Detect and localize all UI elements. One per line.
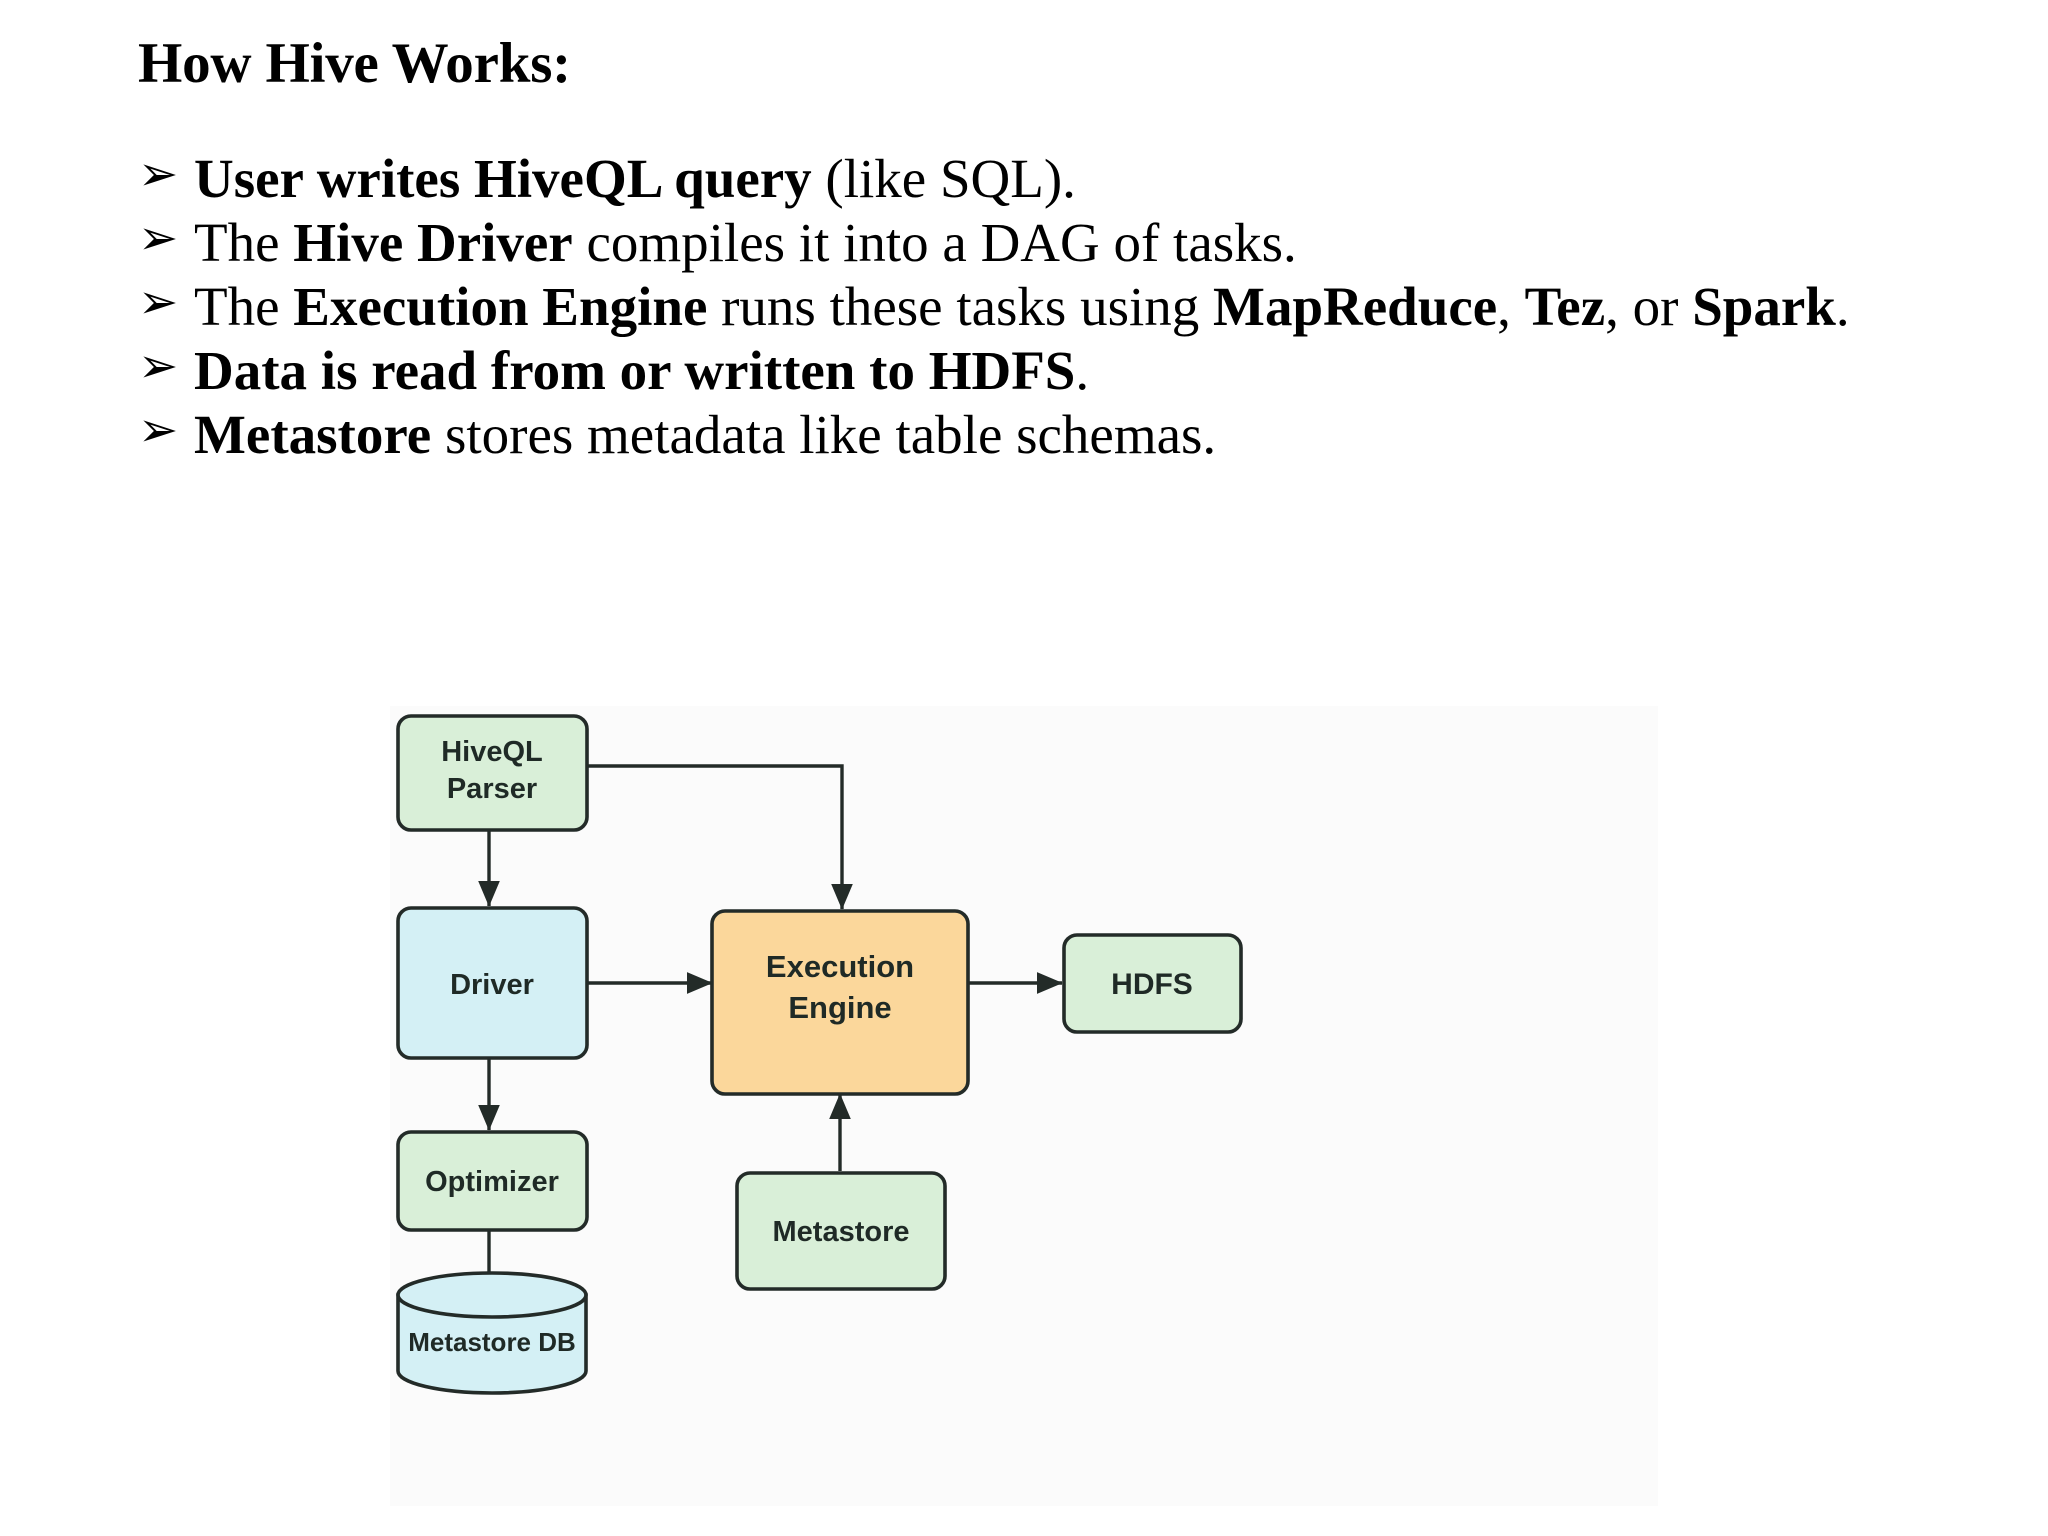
page-title: How Hive Works: (138, 32, 571, 95)
arrowhead-bullet-icon: ➢ (138, 209, 179, 266)
node-label-hiveql-parser-line1: HiveQL (441, 736, 543, 768)
bullet-run-bold: MapReduce (1213, 276, 1498, 338)
node-label-execution-engine-line2: Engine (788, 990, 891, 1025)
node-execution-engine[interactable]: Execution Engine (710, 909, 970, 1096)
bullet-run-regular: runs these tasks using (707, 276, 1214, 338)
bullet-run-regular: stores metadata like table schemas. (431, 404, 1217, 466)
node-label-execution-engine-line1: Execution (766, 949, 914, 984)
bullet-run-bold: Execution Engine (293, 276, 708, 338)
node-label-hiveql-parser-line2: Parser (447, 773, 537, 805)
bullet-text: User writes HiveQL query (like SQL). (194, 148, 1076, 209)
bullet-text: Metastore stores metadata like table sch… (194, 404, 1216, 465)
edge-parser-to-execution-engine (587, 764, 853, 910)
bullet-run-regular: (like SQL). (811, 147, 1076, 209)
bullet-execution-engine: ➢ The Execution Engine runs these tasks … (138, 274, 1938, 338)
bullet-run-regular: The (194, 276, 294, 338)
bullet-run-regular: compiles it into a DAG of tasks. (572, 211, 1297, 273)
bullet-run-regular: , or (1605, 276, 1693, 338)
bullet-run-regular: . (1835, 276, 1850, 338)
arrowhead-bullet-icon: ➢ (138, 338, 179, 395)
bullet-run-bold: Metastore (194, 404, 432, 466)
arrowhead-bullet-icon: ➢ (138, 402, 179, 459)
bullet-hdfs-read-write: ➢ Data is read from or written to HDFS. (138, 338, 1938, 402)
arrowhead-bullet-icon: ➢ (138, 274, 179, 331)
node-label-hdfs: HDFS (1111, 968, 1193, 1001)
node-hiveql-parser[interactable]: HiveQL Parser (396, 714, 589, 832)
arrowhead-bullet-icon: ➢ (138, 145, 179, 202)
bullet-text: Data is read from or written to HDFS. (194, 340, 1089, 401)
bullet-text: The Execution Engine runs these tasks us… (194, 276, 1850, 337)
node-metastore-db[interactable]: Metastore DB (396, 1271, 588, 1395)
node-hdfs[interactable]: HDFS (1062, 933, 1243, 1034)
node-label-metastore: Metastore (773, 1216, 910, 1248)
bullet-metastore-metadata: ➢ Metastore stores metadata like table s… (138, 402, 1938, 466)
node-label-metastore-db: Metastore DB (408, 1327, 576, 1357)
node-label-driver: Driver (450, 969, 534, 1001)
node-driver[interactable]: Driver (396, 906, 589, 1060)
node-label-optimizer: Optimizer (425, 1166, 559, 1198)
bullet-hive-driver: ➢ The Hive Driver compiles it into a DAG… (138, 209, 1938, 274)
bullet-run-regular: . (1075, 340, 1090, 402)
bullet-text: The Hive Driver compiles it into a DAG o… (194, 212, 1297, 273)
bullet-run-bold: Hive Driver (293, 211, 573, 273)
bullet-run-regular: The (194, 211, 294, 273)
bullet-run-bold: Data is read from or written to HDFS (194, 340, 1076, 402)
slide-text-block: How Hive Works: ➢ User writes HiveQL que… (138, 34, 1938, 469)
bullet-run-regular: , (1497, 276, 1525, 338)
hive-architecture-diagram: HiveQL Parser Driver Optimizer Metastore… (390, 706, 1658, 1506)
node-metastore[interactable]: Metastore (735, 1171, 947, 1291)
bullet-hiveql-query: ➢ User writes HiveQL query (like SQL). (138, 145, 1938, 210)
node-optimizer[interactable]: Optimizer (396, 1130, 589, 1232)
bullet-list: ➢ User writes HiveQL query (like SQL). ➢… (138, 145, 1938, 467)
bullet-run-bold: Tez (1524, 276, 1606, 338)
bullet-run-bold: User writes HiveQL query (194, 147, 812, 209)
bullet-run-bold: Spark (1692, 276, 1836, 338)
